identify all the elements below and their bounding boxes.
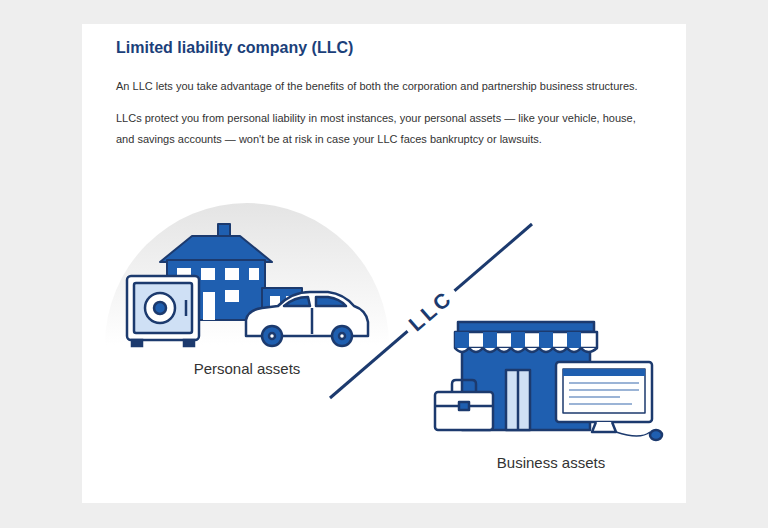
car-icon (246, 292, 368, 346)
title: Limited liability company (LLC) (116, 39, 353, 57)
group-label: Business assets (497, 454, 605, 471)
halo (105, 203, 389, 345)
briefcase-icon (435, 380, 493, 430)
body-paragraph: LLCs protect you from personal liability… (116, 108, 656, 150)
computer-icon (556, 362, 662, 440)
intro-paragraph: An LLC lets you take advantage of the be… (116, 76, 656, 96)
safe-icon (127, 276, 199, 346)
group-label: Personal assets (194, 360, 301, 377)
